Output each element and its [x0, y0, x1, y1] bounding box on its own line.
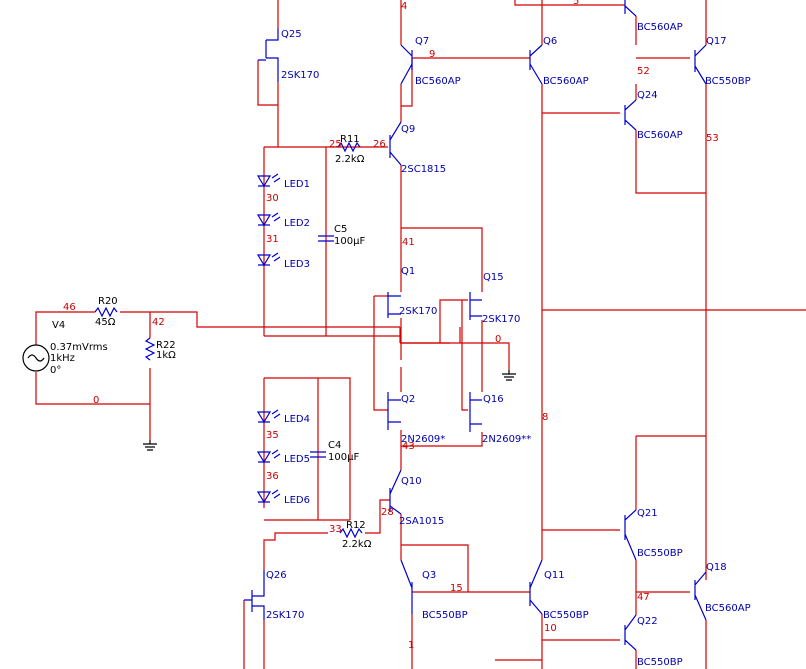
- r11-value: 2.2kΩ: [335, 154, 365, 165]
- q25-model: 2SK170: [281, 70, 319, 81]
- ground-symbol-input: [143, 440, 157, 451]
- q17-ref: Q17: [706, 36, 727, 47]
- node-53: 53: [706, 133, 719, 144]
- q9-ref: Q9: [401, 124, 415, 135]
- c5-value: 100µF: [334, 236, 365, 247]
- node-42: 42: [152, 317, 165, 328]
- v4-phase: 0°: [50, 365, 61, 376]
- q26-model: 2SK170: [266, 610, 304, 621]
- node-52: 52: [637, 66, 650, 77]
- led2-label: LED2: [284, 218, 310, 229]
- node-9: 9: [429, 49, 435, 60]
- q18-ref: Q18: [706, 562, 727, 573]
- node-35: 35: [266, 430, 279, 441]
- q24-model: BC560AP: [637, 130, 683, 141]
- q9-model: 2SC1815: [401, 164, 446, 175]
- component-labels: Q25 2SK170 Q7 BC560AP Q6 BC560AP Q9 2SC1…: [50, 22, 751, 668]
- q22-ref: Q22: [637, 616, 658, 627]
- node-1: 1: [408, 640, 414, 651]
- q2-model: 2N2609*: [401, 434, 445, 445]
- node-0-right: 0: [495, 334, 501, 345]
- wires: [35, 0, 806, 669]
- c4-value: 100µF: [328, 452, 359, 463]
- q18-model: BC560AP: [705, 603, 751, 614]
- q16-model: 2N2609**: [482, 434, 531, 445]
- q26-ref: Q26: [266, 570, 287, 581]
- led1-label: LED1: [284, 179, 310, 190]
- q6-ref: Q6: [543, 36, 557, 47]
- node-46: 46: [63, 302, 76, 313]
- q24-ref: Q24: [637, 90, 658, 101]
- c4-ref: C4: [328, 440, 341, 451]
- led3-label: LED3: [284, 259, 310, 270]
- q10-model: 2SA1015: [399, 516, 444, 527]
- node-31: 31: [266, 234, 279, 245]
- ground-symbol-right: [502, 370, 516, 381]
- r12-ref: R12: [346, 520, 366, 531]
- r20-ref: R20: [98, 296, 118, 307]
- q17-model: BC550BP: [705, 76, 751, 87]
- node-28: 28: [381, 507, 394, 518]
- node-0-input: 0: [93, 395, 99, 406]
- node-41: 41: [402, 237, 415, 248]
- node-26: 26: [373, 139, 386, 150]
- v4-frequency: 1kHz: [50, 353, 75, 364]
- v4-amplitude: 0.37mVrms: [50, 342, 108, 353]
- node-8: 8: [542, 412, 548, 423]
- node-36: 36: [266, 471, 279, 482]
- q1-ref: Q1: [401, 266, 415, 277]
- node-15: 15: [450, 583, 463, 594]
- q11-ref: Q11: [544, 570, 565, 581]
- r22-value: 1kΩ: [156, 350, 176, 361]
- r20-value: 45Ω: [95, 317, 116, 328]
- q2-ref: Q2: [401, 394, 415, 405]
- q7-model: BC560AP: [415, 76, 461, 87]
- q1-model: 2SK170: [399, 306, 437, 317]
- q21-ref: Q21: [637, 508, 658, 519]
- node-5: 5: [573, 0, 579, 7]
- q3-model: BC550BP: [422, 610, 468, 621]
- node-4: 4: [401, 1, 407, 12]
- q21-model: BC550BP: [637, 548, 683, 559]
- node-33: 33: [329, 524, 342, 535]
- q3-ref: Q3: [422, 570, 436, 581]
- q6-model: BC560AP: [543, 76, 589, 87]
- led-symbols: [256, 173, 281, 504]
- v4-ref: V4: [52, 320, 65, 331]
- capacitor-symbols: [310, 235, 334, 458]
- q25-ref: Q25: [281, 29, 302, 40]
- node-labels: 4 5 9 52 53 25 26 30 31 41 46 42 0 0 8 3…: [63, 0, 719, 651]
- resistor-symbols: [94, 141, 363, 539]
- node-43: 43: [402, 441, 415, 452]
- led5-label: LED5: [284, 454, 310, 465]
- r11-ref: R11: [340, 134, 360, 145]
- led6-label: LED6: [284, 495, 310, 506]
- c5-ref: C5: [334, 224, 347, 235]
- q15-ref: Q15: [483, 272, 504, 283]
- q16-ref: Q16: [483, 394, 504, 405]
- node-47: 47: [637, 592, 650, 603]
- led4-label: LED4: [284, 414, 310, 425]
- ac-source-v4: [22, 344, 50, 372]
- q11-model: BC550BP: [543, 610, 589, 621]
- node-30: 30: [266, 193, 279, 204]
- q15-model: 2SK170: [482, 314, 520, 325]
- q-top-model: BC560AP: [637, 22, 683, 33]
- q22-model: BC550BP: [637, 657, 683, 668]
- transistor-symbols: [244, 0, 707, 651]
- r22-ref: R22: [156, 340, 176, 351]
- q7-ref: Q7: [415, 36, 429, 47]
- q10-ref: Q10: [401, 476, 422, 487]
- node-25: 25: [329, 139, 342, 150]
- node-10: 10: [544, 623, 557, 634]
- r12-value: 2.2kΩ: [342, 539, 372, 550]
